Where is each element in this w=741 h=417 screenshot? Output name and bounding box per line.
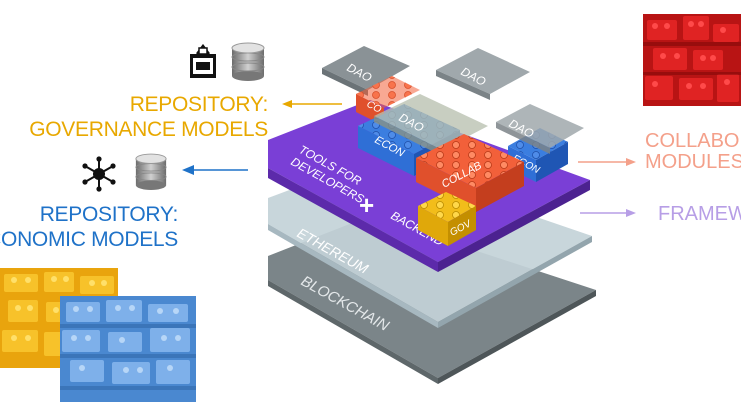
red-lego-photo	[643, 14, 741, 106]
plus-symbol: +	[359, 190, 374, 220]
lego-gov-brick: GOV	[418, 192, 476, 246]
governance-repository-label: REPOSITORY: GOVERNANCE MODELS	[29, 92, 268, 142]
economic-label-line2: CONOMIC MODELS	[0, 228, 178, 251]
network-node-icon	[82, 156, 116, 192]
framework-label: FRAMEWO	[658, 204, 741, 225]
collab-label-line2: MODULES	[645, 151, 741, 173]
governance-label-line2: GOVERNANCE MODELS	[29, 118, 268, 141]
database-icon	[135, 153, 167, 190]
dao-plate-right: DAO	[436, 48, 530, 100]
lego-collab-brick: COLLAB	[416, 134, 524, 212]
framework-label-line1: FRAMEWO	[658, 203, 741, 225]
dao-plate-center: DAO	[374, 94, 488, 156]
dao-plate-far-right: DAO	[496, 104, 584, 154]
governance-label-line1: REPOSITORY:	[129, 93, 269, 116]
economic-repository-label: REPOSITORY: CONOMIC MODELS	[0, 202, 178, 252]
economic-label-line1: REPOSITORY:	[39, 203, 179, 226]
database-icon	[231, 42, 265, 81]
collab-modules-label: COLLABOR MODULES	[645, 131, 741, 173]
ballot-box-icon	[190, 44, 216, 78]
collab-label-line1: COLLABOR	[645, 130, 741, 152]
blue-lego-photo	[60, 296, 196, 402]
dao-plate-left: DAO	[322, 46, 410, 96]
